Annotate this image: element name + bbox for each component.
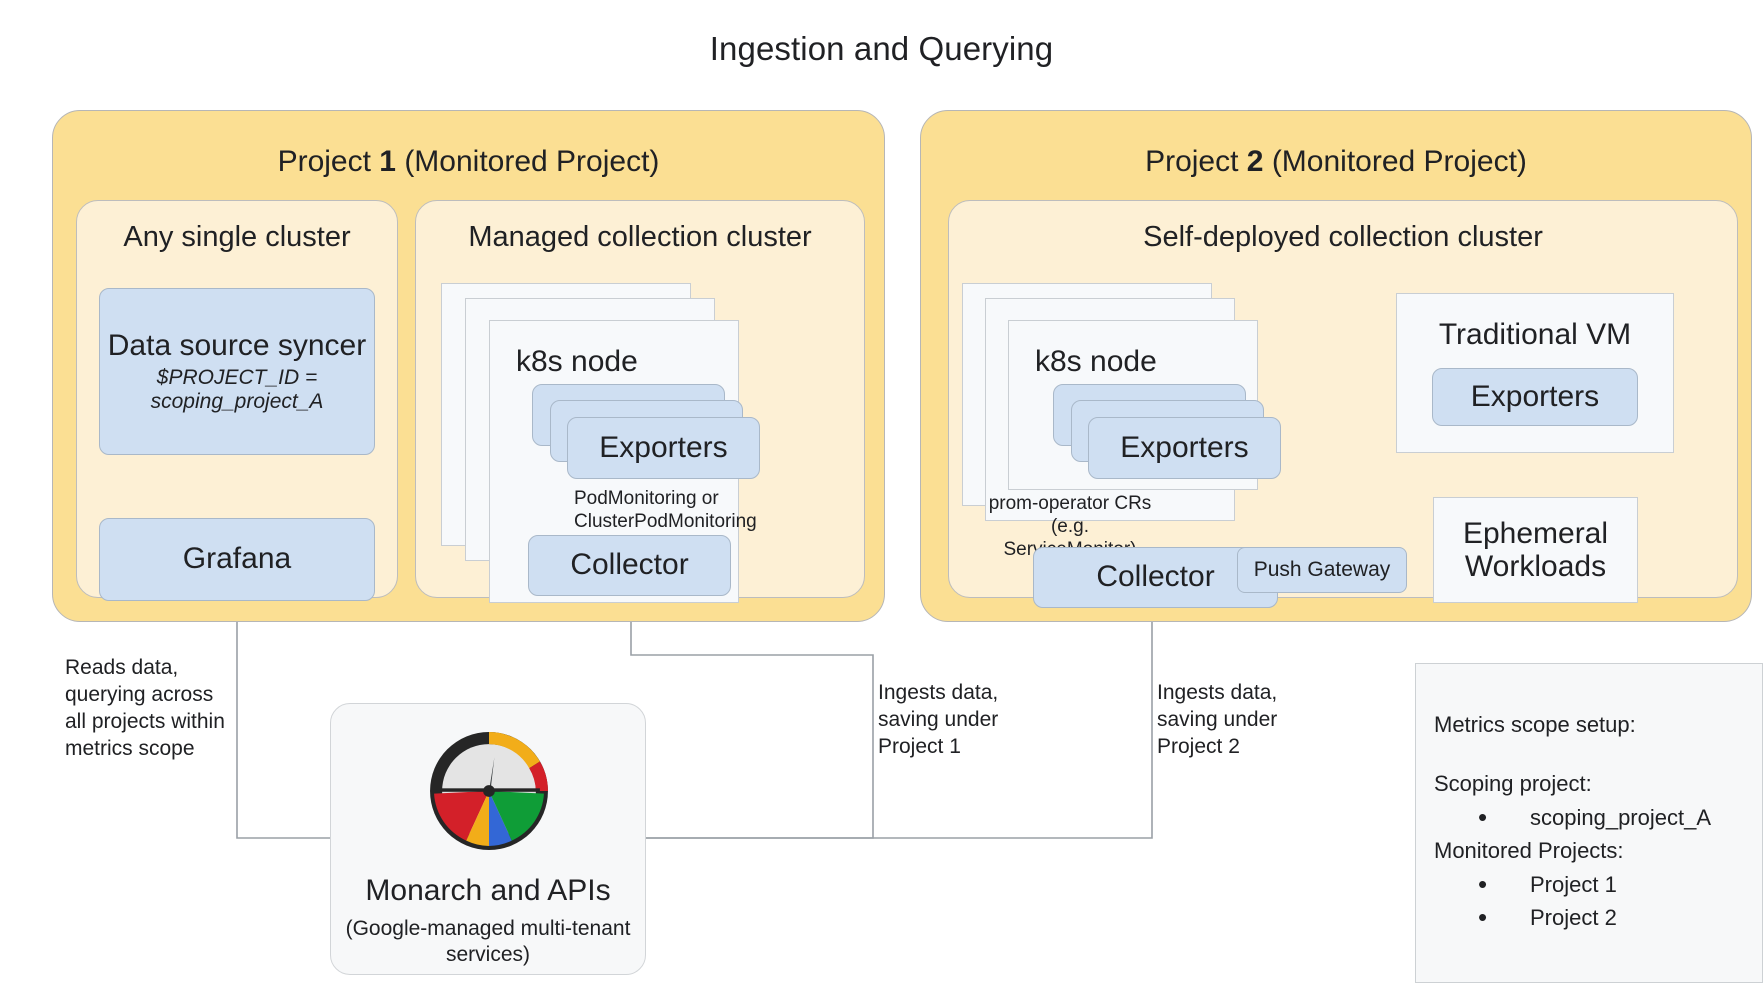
project-1-title-suffix: (Monitored Project) — [395, 145, 660, 178]
vm-exporters-label: Exporters — [1470, 379, 1600, 413]
monarch-label: Monarch and APIs — [365, 874, 611, 907]
grafana-box[interactable]: Grafana — [99, 518, 375, 601]
grafana-label: Grafana — [182, 542, 292, 576]
project-2-title-number: 2 — [1246, 145, 1264, 178]
collector-box-p1[interactable]: Collector — [528, 535, 731, 596]
exporters-box[interactable]: Exporters — [567, 417, 760, 479]
list-item: Project 1 — [1478, 866, 1762, 903]
legend-spacer — [1434, 741, 1762, 767]
data-source-syncer-label: Data source syncer — [107, 328, 367, 362]
collector-label-p1: Collector — [570, 548, 689, 582]
project-2-title: Project 2 (Monitored Project) — [921, 145, 1751, 179]
project-1-title-prefix: Project — [277, 145, 380, 178]
monarch-gauge-icon — [430, 732, 548, 850]
list-item: Project 2 — [1478, 899, 1762, 936]
k8s-node-title-p2: k8s node — [1035, 345, 1157, 378]
k8s-node-title: k8s node — [516, 345, 638, 378]
legend-monitored-heading: Monitored Projects: — [1434, 838, 1624, 864]
push-gateway-box[interactable]: Push Gateway — [1237, 547, 1407, 593]
data-source-syncer-sub: $PROJECT_ID = scoping_project_A — [150, 366, 324, 413]
project-1-title-number: 1 — [379, 145, 396, 178]
ephemeral-workloads-card[interactable]: Ephemeral Workloads — [1433, 497, 1638, 603]
legend-heading: Metrics scope setup: — [1434, 712, 1636, 737]
collector-label-p2: Collector — [1096, 560, 1215, 594]
monarch-card[interactable]: Monarch and APIs (Google-managed multi-t… — [330, 703, 646, 975]
metrics-scope-legend: Metrics scope setup: Scoping project: sc… — [1415, 663, 1763, 983]
cluster-managed-collection-title: Managed collection cluster — [468, 221, 812, 253]
exporters-box-p2[interactable]: Exporters — [1088, 417, 1281, 479]
project-2-title-suffix: (Monitored Project) — [1263, 145, 1527, 178]
caption-ingest-project-1: Ingests data, saving under Project 1 — [878, 681, 999, 758]
cluster-self-deployed-title: Self-deployed collection cluster — [1143, 221, 1543, 253]
caption-ingest-project-2: Ingests data, saving under Project 2 — [1157, 681, 1278, 758]
push-gateway-label: Push Gateway — [1253, 557, 1391, 581]
cluster-any-single-title: Any single cluster — [123, 221, 351, 253]
list-item: scoping_project_A — [1478, 799, 1762, 836]
monarch-sub: (Google-managed multi-tenant services) — [345, 917, 631, 967]
page-title: Ingestion and Querying — [709, 30, 1054, 67]
podmonitoring-edge-label: PodMonitoring or ClusterPodMonitoring — [574, 488, 757, 533]
legend-scoping-heading: Scoping project: — [1434, 771, 1592, 797]
ephemeral-workloads-label: Ephemeral Workloads — [1462, 517, 1609, 583]
data-source-syncer-box[interactable]: Data source syncer $PROJECT_ID = scoping… — [99, 288, 375, 455]
exporters-label: Exporters — [599, 430, 728, 464]
project-2-title-prefix: Project — [1145, 145, 1247, 178]
legend-scoping-list: scoping_project_A — [1434, 799, 1762, 836]
legend-monitored-list: Project 1 Project 2 — [1434, 866, 1762, 936]
exporters-label-p2: Exporters — [1120, 430, 1249, 464]
project-1-title: Project 1 (Monitored Project) — [53, 145, 884, 179]
vm-exporters-box[interactable]: Exporters — [1432, 368, 1638, 426]
caption-reads-data: Reads data, querying across all projects… — [65, 656, 225, 760]
traditional-vm-title: Traditional VM — [1438, 318, 1632, 351]
